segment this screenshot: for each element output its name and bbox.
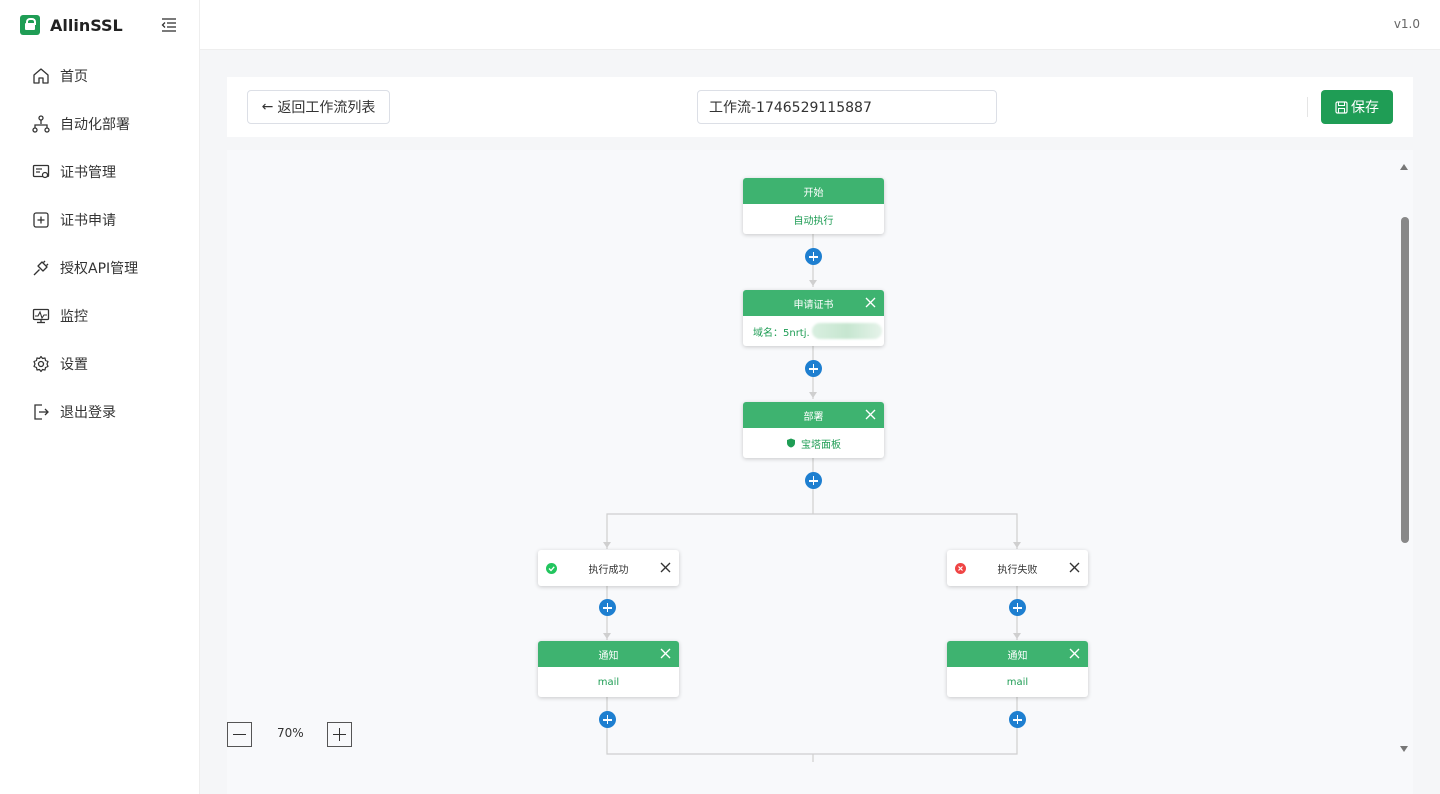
add-node-button[interactable] — [599, 599, 616, 616]
gear-icon — [33, 355, 49, 373]
node-header: 部署 — [743, 402, 884, 428]
workflow-editor: ← 返回工作流列表 保存 — [227, 77, 1413, 794]
close-icon[interactable] — [660, 562, 671, 573]
node-content: mail — [597, 676, 620, 688]
brand-name: AllinSSL — [50, 15, 123, 35]
zoom-out-button[interactable] — [227, 722, 252, 747]
add-node-button[interactable] — [1009, 711, 1026, 728]
sidebar-item-logout[interactable]: 退出登录 — [0, 388, 199, 436]
sidebar-item-cert-manage[interactable]: 证书管理 — [0, 148, 199, 196]
node-content: 宝塔面板 — [743, 428, 884, 458]
node-title: 开始 — [743, 178, 884, 204]
close-icon[interactable] — [865, 409, 876, 420]
node-title: 申请证书 — [793, 299, 834, 311]
node-header: 通知 — [538, 641, 679, 667]
zoom-level: 70% — [277, 726, 304, 740]
sidebar-item-label: 监控 — [60, 309, 88, 325]
scroll-up-arrow[interactable] — [1400, 164, 1408, 170]
sidebar-item-home[interactable]: 首页 — [0, 52, 199, 100]
top-header: v1.0 — [200, 0, 1440, 50]
flow-connectors — [603, 234, 1021, 762]
collapse-menu-icon[interactable] — [161, 18, 177, 32]
notify-fail-node[interactable]: 通知 mail — [947, 641, 1088, 697]
apply-cert-node[interactable]: 申请证书 域名：5nrtj. — [743, 290, 884, 346]
blurred-domain — [811, 323, 882, 339]
api-plug-icon — [33, 260, 49, 276]
sidebar-item-label: 退出登录 — [60, 405, 116, 421]
node-title: 通知 — [1007, 650, 1028, 662]
sidebar-item-label: 证书申请 — [60, 213, 116, 229]
sidebar-item-label: 设置 — [60, 357, 88, 373]
sidebar-item-label: 首页 — [60, 69, 88, 85]
error-circle-icon — [955, 563, 966, 574]
sidebar-item-monitor[interactable]: 监控 — [0, 292, 199, 340]
certificate-icon — [32, 164, 50, 179]
close-icon[interactable] — [1069, 562, 1080, 573]
bt-panel-icon — [787, 438, 795, 448]
deploy-target: 宝塔面板 — [801, 439, 841, 451]
version-label: v1.0 — [1393, 17, 1420, 31]
close-icon[interactable] — [865, 297, 876, 308]
sidebar: AllinSSL 首页 自动化部署 证书管理 证书申请 授权API管理 — [0, 0, 200, 794]
save-icon — [1335, 100, 1348, 114]
sidebar-item-label: 自动化部署 — [60, 117, 130, 133]
sidebar-item-label: 授权API管理 — [60, 261, 139, 277]
node-title: 部署 — [803, 411, 824, 423]
zoom-in-button[interactable] — [327, 722, 352, 747]
check-circle-icon — [546, 563, 557, 574]
deploy-node[interactable]: 部署 宝塔面板 — [743, 402, 884, 458]
save-button-label: 保存 — [1351, 100, 1379, 116]
editor-toolbar: ← 返回工作流列表 保存 — [227, 77, 1413, 137]
workflow-name-input[interactable] — [697, 90, 997, 124]
success-condition-node[interactable]: 执行成功 — [538, 550, 679, 586]
flow-icon — [32, 115, 50, 133]
sidebar-item-automation[interactable]: 自动化部署 — [0, 100, 199, 148]
brand: AllinSSL — [0, 0, 199, 50]
add-node-button[interactable] — [1009, 599, 1026, 616]
scrollbar-thumb[interactable] — [1401, 217, 1409, 543]
sidebar-item-api[interactable]: 授权API管理 — [0, 244, 199, 292]
back-to-list-button[interactable]: ← 返回工作流列表 — [247, 90, 390, 124]
back-button-label: 返回工作流列表 — [277, 100, 376, 116]
logout-icon — [34, 404, 49, 420]
fail-condition-node[interactable]: 执行失败 — [947, 550, 1088, 586]
save-button[interactable]: 保存 — [1321, 90, 1393, 124]
monitor-icon — [32, 308, 50, 324]
home-icon — [33, 68, 49, 84]
node-header: 申请证书 — [743, 290, 884, 316]
flow-canvas[interactable]: 开始 自动执行 申请证书 域名：5nrtj. 部署 宝塔面板 — [227, 150, 1413, 794]
arrow-left-icon: ← — [261, 99, 274, 115]
sidebar-item-cert-apply[interactable]: 证书申请 — [0, 196, 199, 244]
sidebar-menu: 首页 自动化部署 证书管理 证书申请 授权API管理 监控 设置 退出登录 — [0, 52, 199, 436]
node-header: 通知 — [947, 641, 1088, 667]
start-node[interactable]: 开始 自动执行 — [743, 178, 884, 234]
scroll-down-arrow[interactable] — [1400, 746, 1408, 752]
node-title: 执行失败 — [997, 564, 1038, 576]
add-node-button[interactable] — [805, 248, 822, 265]
plus-square-icon — [33, 212, 49, 228]
close-icon[interactable] — [1069, 648, 1080, 659]
domain-text: 域名：5nrtj. — [753, 327, 810, 339]
sidebar-item-label: 证书管理 — [60, 165, 116, 181]
node-content: 域名：5nrtj. — [743, 316, 884, 346]
add-node-button[interactable] — [805, 360, 822, 377]
node-title: 通知 — [598, 650, 619, 662]
lock-logo-icon — [20, 15, 40, 35]
node-title: 执行成功 — [588, 564, 629, 576]
close-icon[interactable] — [660, 648, 671, 659]
notify-success-node[interactable]: 通知 mail — [538, 641, 679, 697]
toolbar-divider — [1307, 97, 1308, 117]
sidebar-item-settings[interactable]: 设置 — [0, 340, 199, 388]
node-content: mail — [1006, 676, 1029, 688]
add-node-button[interactable] — [599, 711, 616, 728]
add-node-button[interactable] — [805, 472, 822, 489]
node-content: 自动执行 — [793, 215, 834, 227]
